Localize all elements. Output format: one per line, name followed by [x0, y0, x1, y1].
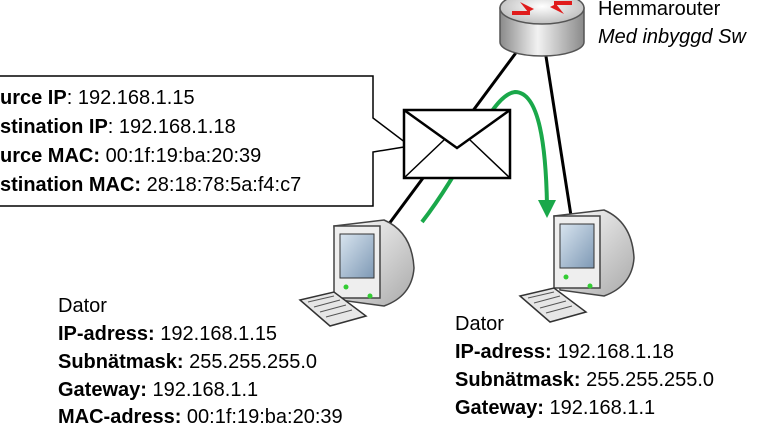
computer-right-ip-row: IP-adress: 192.168.1.18 — [455, 340, 674, 364]
packet-destination-mac-value: 28:18:78:5a:f4:c7 — [146, 174, 302, 196]
packet-destination-ip-row: stination IP: 192.168.1.18 — [0, 116, 236, 138]
computer-left-mac-row: MAC-adress: 00:1f:19:ba:20:39 — [58, 405, 343, 429]
computer-right-ip-label: IP-adress: — [455, 341, 552, 363]
computer-left-icon — [298, 219, 415, 327]
packet-source-ip-value: 192.168.1.15 — [77, 87, 195, 109]
computer-right-title: Dator — [455, 313, 504, 335]
packet-destination-ip-value: 192.168.1.18 — [118, 116, 236, 138]
computer-left-ip-row: IP-adress: 192.168.1.15 — [58, 322, 277, 346]
computer-left-mac-value: 00:1f:19:ba:20:39 — [186, 406, 343, 428]
computer-left-gateway-row: Gateway: 192.168.1.1 — [58, 378, 258, 402]
packet-destination-ip-label: stination IP — [0, 116, 108, 138]
computer-right-mask-value: 255.255.255.0 — [586, 369, 715, 391]
computer-left-gateway-value: 192.168.1.1 — [152, 379, 259, 401]
packet-source-mac-row: urce MAC: 00:1f:19:ba:20:39 — [0, 144, 261, 168]
computer-left-mask-row: Subnätmask: 255.255.255.0 — [58, 350, 317, 374]
router-name: Hemmarouter — [598, 0, 721, 20]
packet-callout — [0, 75, 412, 207]
computer-left-mac-label: MAC-adress: — [58, 406, 182, 428]
computer-left-ip-label: IP-adress: — [58, 323, 155, 345]
computer-left-title: Dator — [58, 295, 107, 317]
computer-right-mask-label: Subnätmask: — [455, 369, 581, 391]
router-subtitle: Med inbyggd Sw — [598, 26, 746, 48]
envelope-icon — [402, 108, 512, 180]
packet-source-ip-label: urce IP — [0, 87, 67, 109]
computer-left-gateway-label: Gateway: — [58, 379, 147, 401]
link-router-right-computer — [543, 49, 574, 223]
packet-source-mac-label: urce MAC: — [0, 145, 101, 167]
computer-right-icon — [518, 209, 635, 323]
packet-destination-mac-row: stination MAC: 28:18:78:5a:f4:c7 — [0, 173, 301, 197]
computer-left-mask-value: 255.255.255.0 — [189, 351, 318, 373]
computer-right-gateway-label: Gateway: — [455, 397, 544, 419]
packet-flow-arrowhead — [538, 200, 556, 218]
packet-source-mac-value: 00:1f:19:ba:20:39 — [105, 145, 262, 167]
computer-right-gateway-row: Gateway: 192.168.1.1 — [455, 396, 655, 420]
packet-source-ip-row: urce IP: 192.168.1.15 — [0, 87, 195, 109]
computer-left-mask-label: Subnätmask: — [58, 351, 184, 373]
packet-destination-mac-label: stination MAC: — [0, 174, 142, 196]
computer-right-mask-row: Subnätmask: 255.255.255.0 — [455, 368, 714, 392]
computer-right-ip-value: 192.168.1.18 — [557, 341, 675, 363]
computer-left-ip-value: 192.168.1.15 — [160, 323, 278, 345]
router-icon — [499, 0, 585, 57]
computer-right-gateway-value: 192.168.1.1 — [549, 397, 656, 419]
